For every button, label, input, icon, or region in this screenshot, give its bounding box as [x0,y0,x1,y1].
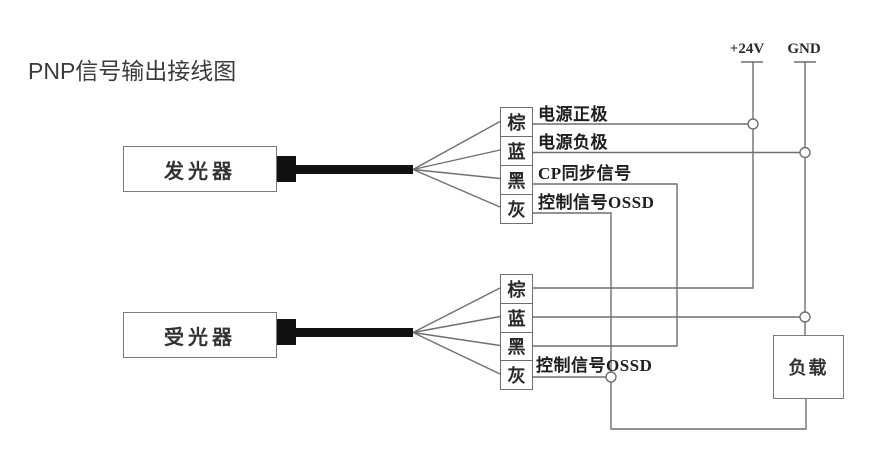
junction-ossd [605,371,617,383]
wire-cp-sync [532,183,678,347]
emitter-terminal-blue: 蓝 [501,136,532,165]
signal-label-power-negative: 电源负极 [538,133,608,152]
supply-gnd-label: GND [787,41,821,57]
emitter-cable [296,165,413,174]
junction-24v [747,118,759,130]
emitter-terminal-block: 棕 蓝 黑 灰 [500,107,533,224]
receiver-terminal-gray: 灰 [501,360,532,389]
fan-emitter-blue [412,149,501,171]
emitter-terminal-black: 黑 [501,165,532,194]
rail-24v [532,62,754,289]
signal-label-ossd-emitter: 控制信号OSSD [538,193,655,212]
signal-label-power-positive: 电源正极 [538,105,608,124]
fan-receiver-blue [412,315,501,334]
junction-gnd-upper [799,146,811,159]
receiver-cable-connector [277,319,296,345]
load-label: 负载 [788,358,829,378]
emitter-label: 发光器 [164,160,236,183]
signal-label-cp-sync: CP同步信号 [538,164,632,183]
wire-ossd-emitter [532,212,807,430]
emitter-box: 发光器 [123,146,277,192]
fan-receiver-black [412,331,501,347]
fan-receiver-brown [412,287,501,334]
emitter-cable-connector [277,156,296,182]
receiver-terminal-blue: 蓝 [501,302,532,332]
emitter-terminal-brown: 棕 [507,113,526,133]
supply-24v-label: +24V [729,41,765,57]
receiver-label: 受光器 [164,326,236,349]
receiver-terminal-black: 黑 [501,331,532,361]
fan-receiver-gray [412,331,501,375]
receiver-terminal-block: 棕 蓝 黑 灰 [500,274,533,390]
receiver-cable [296,328,413,337]
junction-gnd-lower [799,311,811,323]
fan-emitter-gray [412,168,501,208]
signal-label-ossd-receiver: 控制信号OSSD [536,356,653,375]
load-box: 负载 [773,335,844,399]
emitter-terminal-gray: 灰 [501,194,532,223]
receiver-box: 受光器 [123,312,277,358]
diagram-title: PNP信号输出接线图 [28,58,237,84]
fan-emitter-brown [412,120,501,171]
receiver-terminal-brown: 棕 [507,279,526,300]
fan-emitter-black [412,168,501,180]
